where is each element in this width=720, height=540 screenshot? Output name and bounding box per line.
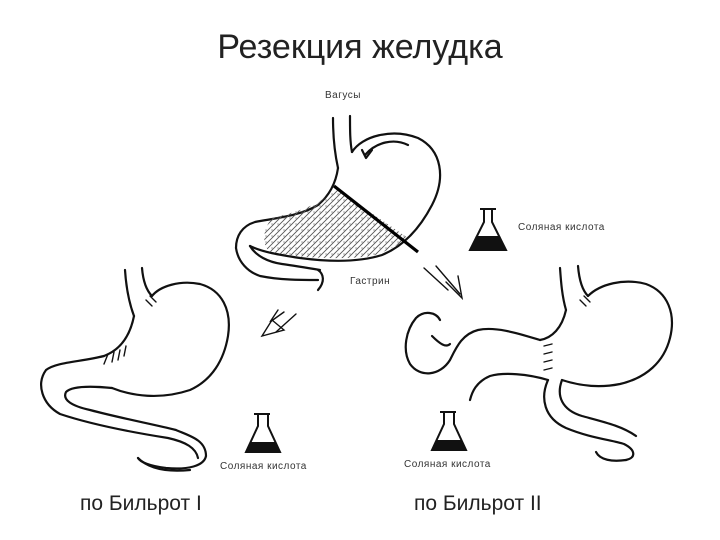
top-stomach	[234, 114, 442, 292]
caption-billroth2: по Бильрот II	[414, 492, 542, 515]
billroth1-stomach	[40, 266, 230, 472]
flask-left-icon	[244, 413, 282, 453]
acid-label-top: Соляная кислота	[518, 222, 605, 233]
acid-label-right: Соляная кислота	[404, 459, 491, 470]
flask-top-icon	[468, 208, 508, 251]
arrow-to-billroth1-icon	[260, 309, 297, 338]
acid-label-left: Соляная кислота	[220, 461, 307, 472]
gastrin-label: Гастрин	[350, 276, 391, 287]
resected-area	[264, 188, 408, 259]
arrow-to-billroth2-icon	[423, 265, 464, 301]
flask-right-icon	[430, 411, 468, 451]
vagus-label: Вагусы	[325, 90, 361, 101]
caption-billroth1: по Бильрот I	[80, 492, 202, 515]
billroth2-stomach	[404, 264, 674, 462]
slide-title: Резекция желудка	[217, 28, 503, 66]
